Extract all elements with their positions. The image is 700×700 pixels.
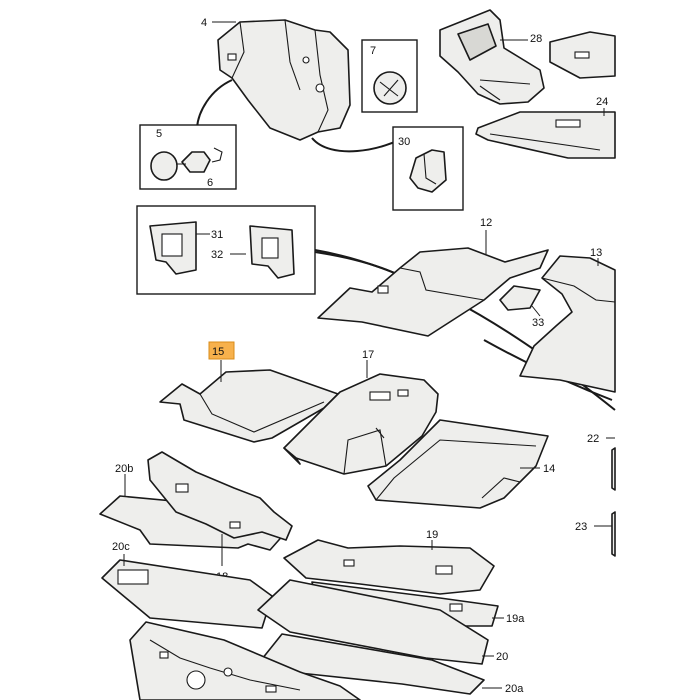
detail-box-7: 7 (361, 39, 418, 113)
label-12: 12 (480, 217, 492, 229)
leader-33 (531, 305, 541, 317)
label-15-highlight (208, 341, 235, 360)
part-28-wheelhouse-pad[interactable] (439, 9, 545, 105)
label-28: 28 (530, 33, 542, 45)
label-4: 4 (201, 17, 207, 29)
label-14: 14 (543, 463, 555, 475)
part-17-tunnel-insulation[interactable] (283, 373, 439, 475)
part-14-floor-insulation[interactable] (367, 419, 549, 509)
detail-box-31-32: 31 32 (136, 205, 316, 295)
part-19-pad[interactable] (283, 539, 495, 595)
part-4-firewall-insulation[interactable] (217, 19, 351, 141)
label-20: 20 (496, 651, 508, 663)
label-19: 19 (426, 529, 438, 541)
label-31: 31 (211, 229, 223, 241)
label-5: 5 (156, 128, 162, 140)
label-33: 33 (532, 317, 544, 329)
label-22: 22 (587, 433, 599, 445)
arrow-4-to-5 (196, 79, 233, 129)
part-24-shelf-pad[interactable] (475, 111, 616, 159)
part-20-pad[interactable] (257, 579, 489, 695)
part-33-pad[interactable] (499, 285, 541, 311)
label-13: 13 (590, 247, 602, 259)
part-top-right-strip[interactable] (549, 31, 616, 79)
label-20b: 20b (115, 463, 133, 475)
part-20c-pad[interactable] (101, 559, 273, 629)
label-20a: 20a (505, 683, 524, 695)
label-19a: 19a (506, 613, 525, 625)
label-32: 32 (211, 249, 223, 261)
label-15: 15 (212, 346, 224, 358)
detail-box-5-6: 5 6 (139, 124, 237, 190)
label-17: 17 (362, 349, 374, 361)
part-18-pad[interactable] (147, 451, 293, 541)
part-12-floor-mat[interactable] (317, 247, 549, 337)
label-6: 6 (207, 177, 213, 189)
part-20a-pad[interactable] (129, 621, 361, 700)
part-13-floor-mat[interactable] (519, 255, 616, 393)
part-23-edge-piece[interactable] (611, 511, 616, 557)
label-24: 24 (596, 96, 608, 108)
label-20c: 20c (112, 541, 130, 553)
label-30: 30 (398, 136, 410, 148)
label-7: 7 (370, 45, 376, 57)
detail-box-30: 30 (392, 126, 464, 211)
part-22-edge-piece[interactable] (611, 447, 616, 491)
label-23: 23 (575, 521, 587, 533)
